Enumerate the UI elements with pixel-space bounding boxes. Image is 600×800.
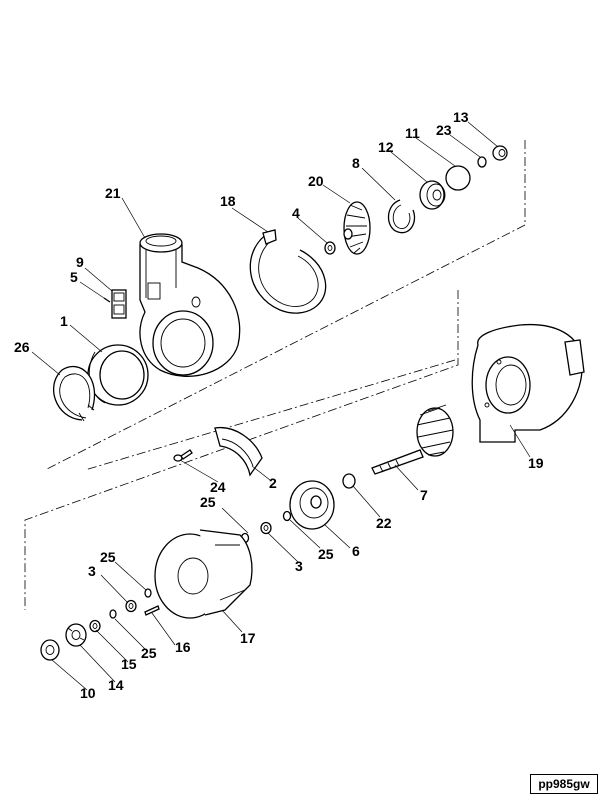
label-part-5: 5 (70, 269, 78, 285)
label-part-25-middle: 25 (318, 546, 334, 562)
part-number-labels: 21 18 4 20 8 12 11 23 13 9 5 1 26 19 7 2… (14, 109, 544, 701)
label-part-15: 15 (121, 656, 137, 672)
label-part-12: 12 (378, 139, 394, 155)
pin (103, 297, 111, 303)
label-part-25-bottom: 25 (141, 645, 157, 661)
label-part-3-middle: 3 (295, 558, 303, 574)
leader-lines (31, 121, 531, 691)
assembly-axis-lines (24, 140, 526, 610)
thrust-plate (289, 480, 335, 530)
label-part-23: 23 (436, 122, 452, 138)
bearing-housing-insert (419, 180, 446, 210)
label-part-6: 6 (352, 543, 360, 559)
o-ring-small (477, 156, 487, 168)
piston-ring (342, 473, 356, 489)
label-part-13: 13 (453, 109, 469, 125)
label-part-9: 9 (76, 254, 84, 270)
seal-ring (87, 344, 149, 406)
label-part-24: 24 (210, 479, 226, 495)
cap-screw (173, 449, 193, 462)
lower-small-rings (109, 588, 152, 619)
oil-deflector (40, 639, 60, 661)
label-part-11: 11 (405, 125, 420, 141)
label-part-19: 19 (528, 455, 544, 471)
label-part-25-lower: 25 (100, 549, 116, 565)
thrust-bearing (65, 623, 87, 647)
label-part-14: 14 (108, 677, 124, 693)
turbine-housing (471, 323, 585, 443)
label-part-17: 17 (240, 630, 256, 646)
label-part-2: 2 (269, 475, 277, 491)
bearing-snap-ring (387, 199, 416, 234)
turbine-wheel-shaft (371, 404, 454, 475)
compressor-nut (324, 241, 336, 255)
label-part-18: 18 (220, 193, 236, 209)
label-part-25-upper: 25 (200, 494, 216, 510)
label-part-16: 16 (175, 639, 191, 655)
label-part-7: 7 (420, 487, 428, 503)
label-part-21: 21 (105, 185, 121, 201)
compressor-housing (139, 233, 241, 377)
label-part-22: 22 (376, 515, 392, 531)
retaining-ring (53, 365, 96, 422)
bearing-housing (154, 529, 253, 619)
label-part-4: 4 (292, 205, 300, 221)
label-part-3-lower: 3 (88, 563, 96, 579)
reference-code: pp985gw (530, 774, 598, 794)
compressor-wheel (343, 201, 371, 255)
lock-nut (492, 145, 508, 161)
o-ring-large (445, 165, 471, 191)
snap-ring (249, 229, 327, 314)
middle-small-rings (240, 510, 292, 544)
dowel-pin (144, 605, 160, 616)
washer (89, 619, 101, 633)
label-part-10: 10 (80, 685, 96, 701)
data-plate (111, 289, 127, 319)
label-part-26: 26 (14, 339, 30, 355)
heat-shield (214, 426, 263, 477)
label-part-8: 8 (352, 155, 360, 171)
label-part-1: 1 (60, 313, 68, 329)
label-part-20: 20 (308, 173, 324, 189)
